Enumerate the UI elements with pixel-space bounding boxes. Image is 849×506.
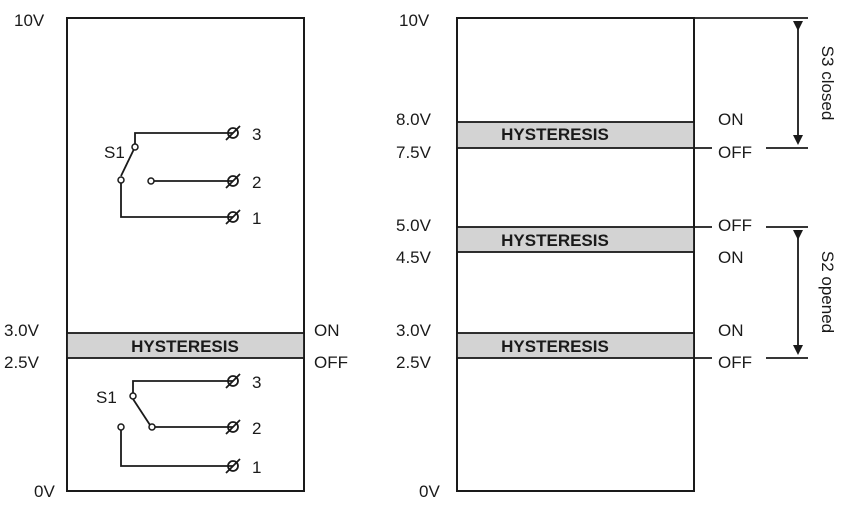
switch-lower-common [148, 423, 156, 431]
right-band-label: HYSTERESIS [501, 337, 609, 356]
right-bottom-voltage-label: 0V [419, 482, 440, 501]
left-band-upper-state: ON [314, 321, 340, 340]
terminal-icon [225, 173, 241, 189]
switch-lower-blade [132, 398, 151, 426]
left-top-voltage-label: 10V [14, 11, 45, 30]
right-band-upper-state: ON [718, 321, 744, 340]
left-hysteresis-band [66, 332, 305, 359]
switch-lower-terminal-label: 1 [252, 458, 261, 477]
switch-upper-common [117, 176, 125, 184]
right-band-lower-state: ON [718, 248, 744, 267]
right-hysteresis-band [456, 332, 695, 359]
switch-upper-terminal-label: 1 [252, 209, 261, 228]
terminal-icon [225, 419, 241, 435]
right-band-upper-state: ON [718, 110, 744, 129]
switch-upper-wire-3 [134, 132, 233, 147]
switch-upper-blade [120, 146, 136, 177]
switch-upper-contact-a [131, 143, 139, 151]
left-band-lower-voltage: 2.5V [4, 353, 40, 372]
left-panel: 10V 0V 3.0V 2.5V HYSTERESIS ON OFF S1 [4, 11, 348, 501]
terminal-icon [225, 458, 241, 474]
right-voltage-box [456, 17, 695, 492]
right-band-upper-state: OFF [718, 216, 752, 235]
right-band-lower-voltage: 2.5V [396, 353, 432, 372]
left-voltage-box [66, 17, 305, 492]
terminal-icon [225, 373, 241, 389]
right-hysteresis-band [456, 121, 695, 149]
switch-lower-name: S1 [96, 388, 117, 407]
right-hysteresis-band [456, 226, 695, 253]
switch-upper-name: S1 [104, 143, 125, 162]
right-band-upper-voltage: 8.0V [396, 110, 432, 129]
switch-lower-terminal-label: 2 [252, 419, 261, 438]
right-band-lower-state: OFF [718, 143, 752, 162]
left-band-lower-state: OFF [314, 353, 348, 372]
range-label-s2: S2 opened [818, 251, 837, 333]
switch-upper-terminal-label: 2 [252, 173, 261, 192]
right-band-label: HYSTERESIS [501, 231, 609, 250]
switch-s1-lower: S1 3 2 1 [96, 373, 261, 477]
switch-upper-contact-b [147, 177, 155, 185]
terminal-icon [225, 209, 241, 225]
range-label-s3: S3 closed [818, 46, 837, 121]
switch-lower-wire-3 [132, 380, 233, 394]
switch-upper-terminal-label: 3 [252, 125, 261, 144]
switch-lower-contact-b [117, 423, 125, 431]
left-bottom-voltage-label: 0V [34, 482, 55, 501]
switch-lower-wire-1 [120, 430, 233, 467]
switch-s1-upper: S1 3 2 1 [104, 125, 261, 228]
switch-lower-terminal-label: 3 [252, 373, 261, 392]
right-band-lower-voltage: 4.5V [396, 248, 432, 267]
right-band-lower-state: OFF [718, 353, 752, 372]
left-band-label: HYSTERESIS [131, 337, 239, 356]
right-band-label: HYSTERESIS [501, 125, 609, 144]
left-band-upper-voltage: 3.0V [4, 321, 40, 340]
right-band-upper-voltage: 3.0V [396, 321, 432, 340]
right-top-voltage-label: 10V [399, 11, 430, 30]
right-band-lower-voltage: 7.5V [396, 143, 432, 162]
right-band-upper-voltage: 5.0V [396, 216, 432, 235]
right-panel: 10V 0V 8.0V 7.5V HYSTERESIS ON OFF 5.0V … [396, 11, 837, 501]
switch-upper-wire-1 [120, 181, 233, 218]
switch-lower-contact-a [129, 392, 137, 400]
terminal-icon [225, 125, 241, 141]
